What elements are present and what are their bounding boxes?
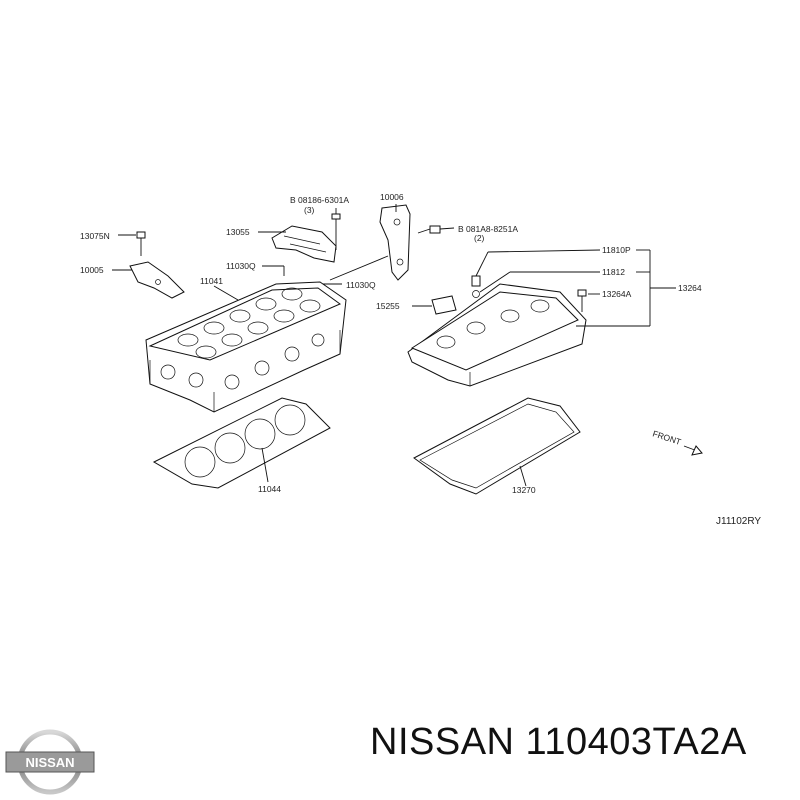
bracket-10006-icon bbox=[379, 204, 411, 281]
label-11044: 11044 bbox=[258, 484, 281, 494]
bracket-10005-icon bbox=[112, 261, 185, 299]
bolt-13264A-icon bbox=[577, 289, 600, 312]
label-13264: 13264 bbox=[678, 283, 702, 293]
label-11812: 11812 bbox=[602, 267, 625, 277]
label-081A8: B 081A8-8251A bbox=[458, 224, 518, 234]
label-11030Q-a: 11030Q bbox=[226, 261, 256, 271]
label-10005: 10005 bbox=[80, 265, 104, 275]
label-11810P: 11810P bbox=[602, 245, 631, 255]
part-caption: NISSAN 110403TA2A bbox=[370, 721, 747, 763]
label-15255: 15255 bbox=[376, 301, 400, 311]
bolt-13075N-icon bbox=[118, 231, 146, 256]
label-11030Q-b: 11030Q bbox=[346, 280, 376, 290]
label-08186-qty: (3) bbox=[304, 205, 315, 215]
nissan-logo-icon: NISSAN bbox=[5, 729, 95, 795]
cover-gasket-13270-icon bbox=[413, 397, 581, 495]
label-front: FRONT bbox=[651, 428, 682, 447]
cylinder-head-11041-icon bbox=[145, 281, 347, 413]
diagram-code: J11102RY bbox=[716, 516, 761, 527]
label-13055: 13055 bbox=[226, 227, 250, 237]
label-08186: B 08186-6301A bbox=[290, 195, 349, 205]
sensor-15255-icon bbox=[412, 295, 457, 315]
front-arrow-icon bbox=[683, 445, 703, 456]
svg-text:NISSAN: NISSAN bbox=[25, 755, 74, 770]
label-11041: 11041 bbox=[200, 276, 223, 286]
valve-cover-13264-icon bbox=[407, 283, 650, 387]
cover-13055-icon bbox=[258, 225, 337, 263]
label-13075N: 13075N bbox=[80, 231, 110, 241]
label-13270: 13270 bbox=[512, 485, 536, 495]
head-gasket-11044-icon bbox=[152, 397, 331, 489]
pcv-valve-11810P-icon bbox=[471, 249, 676, 326]
label-081A8-qty: (2) bbox=[474, 233, 485, 243]
bolt-081A8-icon bbox=[417, 225, 455, 234]
label-13264A: 13264A bbox=[602, 289, 632, 299]
label-10006: 10006 bbox=[380, 192, 404, 202]
